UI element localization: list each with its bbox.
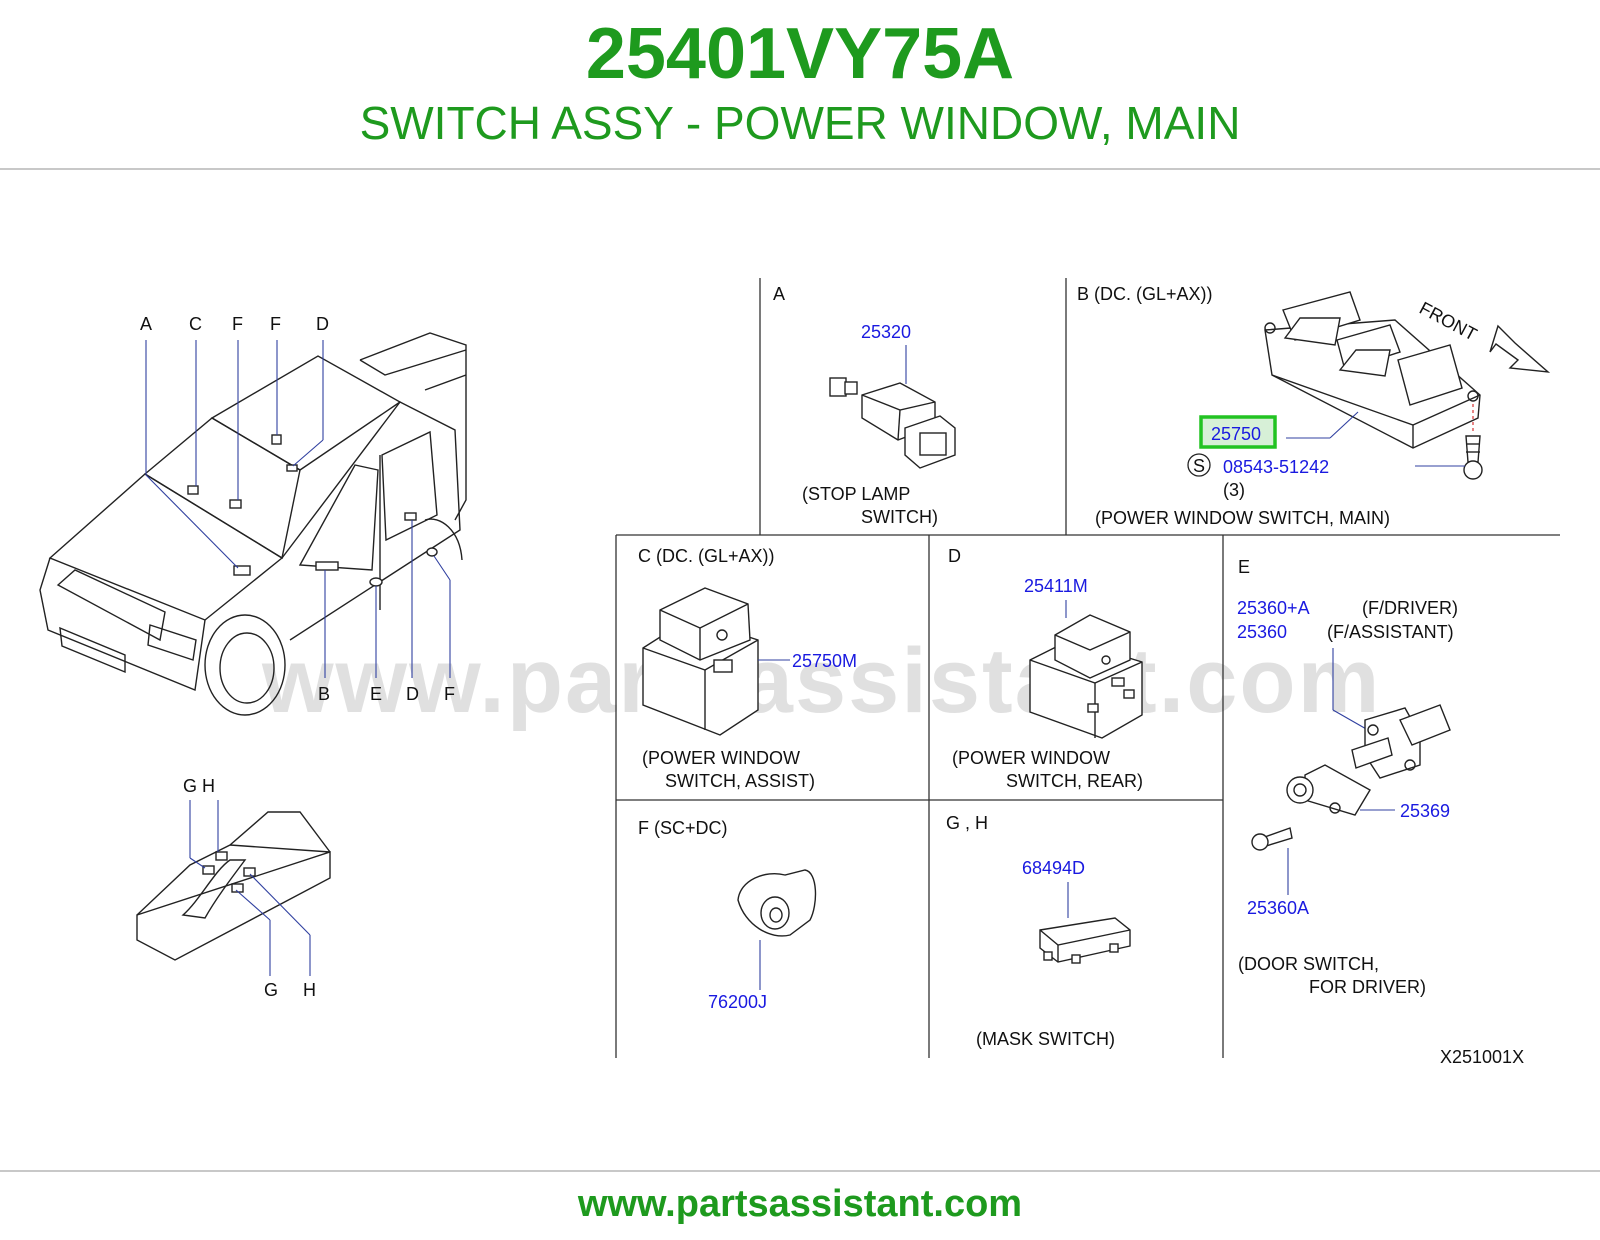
panel-a-title: A — [773, 284, 785, 304]
diagram-code: X251001X — [1440, 1047, 1524, 1067]
door-switch-drawing — [1251, 648, 1451, 895]
part-description: SWITCH ASSY - POWER WINDOW, MAIN — [359, 97, 1241, 149]
panel-c-caption-2: SWITCH, ASSIST) — [665, 771, 815, 791]
footer-url-link[interactable]: www.partsassistant.com — [577, 1183, 1023, 1225]
overview-label-f3: F — [444, 684, 455, 704]
panel-gh-caption: (MASK SWITCH) — [976, 1029, 1115, 1049]
overview-label-d2: D — [406, 684, 419, 704]
overview-label-e: E — [370, 684, 382, 704]
panel-c-title: C (DC. (GL+AX)) — [638, 546, 775, 566]
panel-b-quantity: (3) — [1223, 480, 1245, 500]
front-label: FRONT — [1416, 298, 1480, 345]
panel-d-part-number: 25411M — [1024, 576, 1088, 596]
panel-e-part-rubber: 25369 — [1400, 801, 1450, 821]
panel-a-caption-1: (STOP LAMP — [802, 484, 910, 504]
overview-label-a: A — [140, 314, 152, 334]
console-label-gh: G H — [183, 776, 215, 796]
panel-b-caption: (POWER WINDOW SWITCH, MAIN) — [1095, 508, 1390, 528]
panel-a-caption-2: SWITCH) — [861, 507, 938, 527]
panel-f-part-number: 76200J — [708, 992, 767, 1012]
panel-gh-title: G , H — [946, 813, 988, 833]
console-label-h: H — [303, 980, 316, 1000]
overview-label-f2: F — [270, 314, 281, 334]
overview-label-b: B — [318, 684, 330, 704]
panel-a-part-number: 25320 — [861, 322, 911, 342]
console-drawing — [136, 800, 331, 976]
assist-power-window-switch-drawing — [642, 587, 790, 736]
watermark: www.partsassistant.com — [261, 630, 1381, 732]
panel-b-main-part-number[interactable]: 25750 — [1211, 424, 1261, 444]
truck-overview-drawing — [39, 332, 467, 716]
panel-e-part-driver: 25360+A — [1237, 598, 1310, 618]
rear-power-window-switch-drawing — [1029, 600, 1143, 739]
panel-b-screw-part-number: 08543-51242 — [1223, 457, 1329, 477]
panel-gh-part-number: 68494D — [1022, 858, 1085, 878]
footer-divider — [0, 1170, 1600, 1172]
panel-d-caption-1: (POWER WINDOW — [952, 748, 1110, 768]
overview-label-d: D — [316, 314, 329, 334]
front-arrow-icon — [1489, 324, 1551, 373]
stop-lamp-switch-drawing — [829, 345, 956, 469]
panel-e-desc-assistant: (F/ASSISTANT) — [1327, 622, 1454, 642]
part-number-title: 25401VY75A — [585, 14, 1015, 94]
panel-b-s-mark: S — [1193, 456, 1205, 476]
panel-e-desc-driver: (F/DRIVER) — [1362, 598, 1458, 618]
panel-e-caption-2: FOR DRIVER) — [1309, 977, 1426, 997]
overview-label-f: F — [232, 314, 243, 334]
f-switch-drawing — [737, 869, 817, 990]
panel-b-title: B (DC. (GL+AX)) — [1077, 284, 1213, 304]
overview-label-c: C — [189, 314, 202, 334]
highlighted-part-box — [1199, 415, 1277, 449]
s-mark-icon — [1187, 453, 1211, 477]
panel-d-caption-2: SWITCH, REAR) — [1006, 771, 1143, 791]
panel-e-part-screw: 25360A — [1247, 898, 1309, 918]
panel-c-caption-1: (POWER WINDOW — [642, 748, 800, 768]
panel-f-title: F (SC+DC) — [638, 818, 728, 838]
panel-grid — [615, 278, 1560, 1058]
console-label-g: G — [264, 980, 278, 1000]
panel-e-part-assistant: 25360 — [1237, 622, 1287, 642]
panel-c-part-number: 25750M — [792, 651, 857, 671]
panel-d-title: D — [948, 546, 961, 566]
main-power-window-switch-drawing — [1264, 291, 1483, 480]
header-divider — [0, 168, 1600, 170]
panel-e-caption-1: (DOOR SWITCH, — [1238, 954, 1379, 974]
mask-switch-drawing — [1039, 882, 1131, 964]
panel-e-title: E — [1238, 557, 1250, 577]
